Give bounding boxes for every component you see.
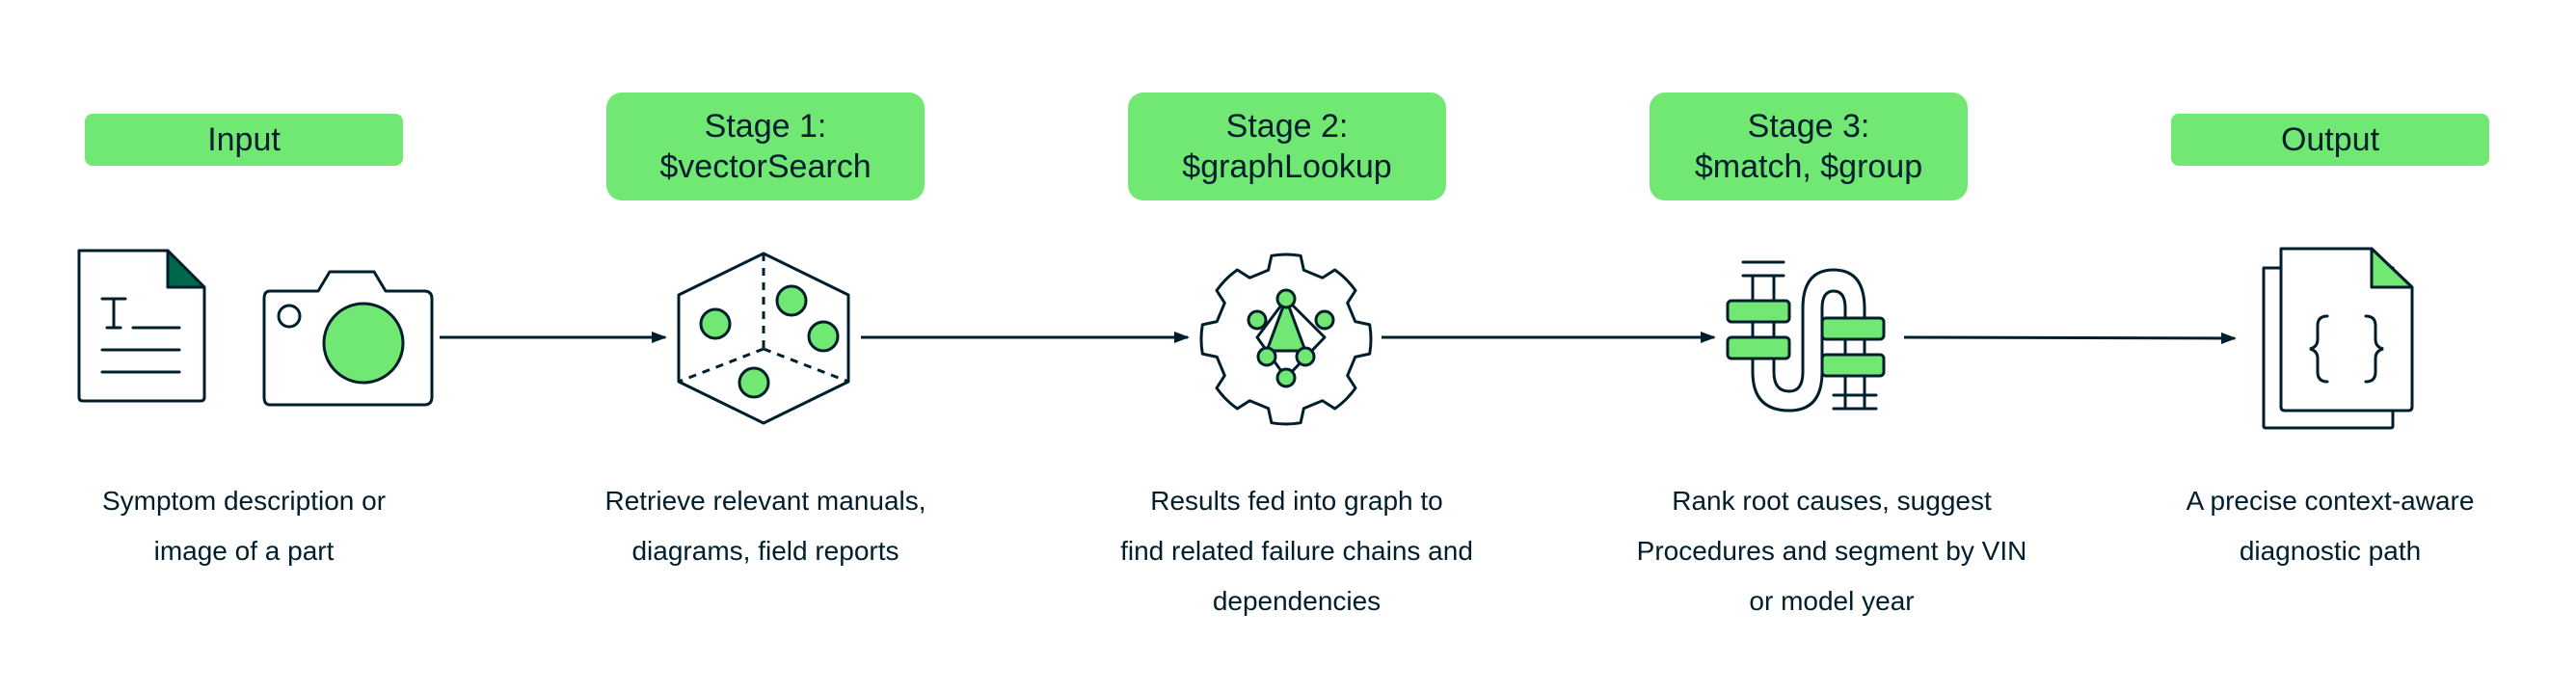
vector-cube-icon: [677, 252, 850, 425]
stage-label-title: Stage 1:: [704, 108, 827, 145]
stage-label-stage3: Stage 3: $match, $group: [1650, 93, 1968, 200]
stage-label-output: Output: [2171, 114, 2489, 166]
pipeline-icon: [1726, 260, 1886, 413]
description-line: Symptom description or: [101, 486, 387, 516]
description-line: Procedures and segment by VIN: [1636, 536, 2027, 566]
description-line: find related failure chains and: [1120, 536, 1473, 566]
stage-label-operator: $match, $group: [1694, 148, 1923, 185]
description-input: Symptom description or image of a part: [22, 476, 466, 576]
description-stage1: Retrieve relevant manuals, diagrams, fie…: [544, 476, 987, 576]
description-stage3: Rank root causes, suggest Procedures and…: [1610, 476, 2053, 626]
description-line: Results fed into graph to: [1150, 486, 1443, 516]
stage-label-input: Input: [85, 114, 403, 166]
stage-label-title: Stage 2:: [1225, 108, 1349, 145]
stage-label-text: Output: [2280, 121, 2380, 158]
stage-label-text: Input: [207, 121, 281, 158]
description-line: diagrams, field reports: [631, 536, 899, 566]
description-output: A precise context-aware diagnostic path: [2108, 476, 2552, 576]
graph-gear-icon: [1199, 253, 1373, 426]
description-line: or model year: [1749, 586, 1915, 616]
stage-label-operator: $graphLookup: [1182, 148, 1392, 185]
json-document-icon: [2262, 247, 2414, 430]
description-line: diagnostic path: [2239, 536, 2422, 566]
stage-label-title: Stage 3:: [1747, 108, 1870, 145]
camera-icon: [262, 270, 434, 407]
stage-label-stage2: Stage 2: $graphLookup: [1128, 93, 1446, 200]
stage-label-operator: $vectorSearch: [659, 148, 872, 185]
stage-label-stage1: Stage 1: $vectorSearch: [606, 93, 925, 200]
description-line: A precise context-aware: [2186, 486, 2475, 516]
description-line: Retrieve relevant manuals,: [604, 486, 926, 516]
document-icon: [77, 249, 206, 403]
description-line: Rank root causes, suggest: [1672, 486, 1992, 516]
description-stage2: Results fed into graph to find related f…: [1075, 476, 1518, 626]
arrow-stage3-to-output: [1903, 332, 2237, 344]
description-line: image of a part: [153, 536, 335, 566]
description-line: dependencies: [1212, 586, 1382, 616]
